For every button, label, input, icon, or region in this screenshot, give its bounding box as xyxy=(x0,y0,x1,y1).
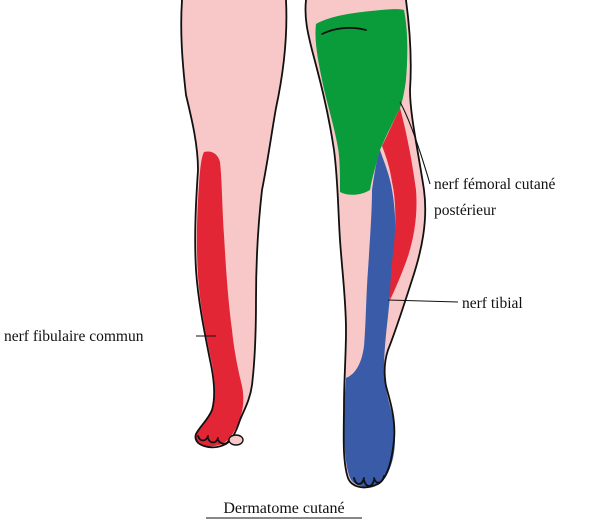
left-fibulaire-zone xyxy=(195,151,244,447)
right-leg-outline xyxy=(304,0,427,489)
right-fibulaire-zone xyxy=(382,108,417,300)
label-femoral-line2: postérieur xyxy=(434,202,497,219)
leader-tibial xyxy=(387,299,459,303)
right-femoral-zone xyxy=(315,9,408,195)
leader-femoral xyxy=(399,101,431,185)
right-toes xyxy=(353,475,385,487)
label-tibial: nerf tibial xyxy=(462,295,523,312)
right-tibial-zone xyxy=(344,150,396,487)
left-big-toe xyxy=(228,434,244,446)
left-toes xyxy=(197,435,241,445)
right-femoral-inner-curve xyxy=(321,27,367,35)
label-femoral-line1: nerf fémoral cutané xyxy=(434,176,555,193)
diagram-title: Dermatome cutané xyxy=(223,500,344,517)
left-leg-outline xyxy=(180,0,288,449)
label-fibulaire: nerf fibulaire commun xyxy=(4,328,144,345)
